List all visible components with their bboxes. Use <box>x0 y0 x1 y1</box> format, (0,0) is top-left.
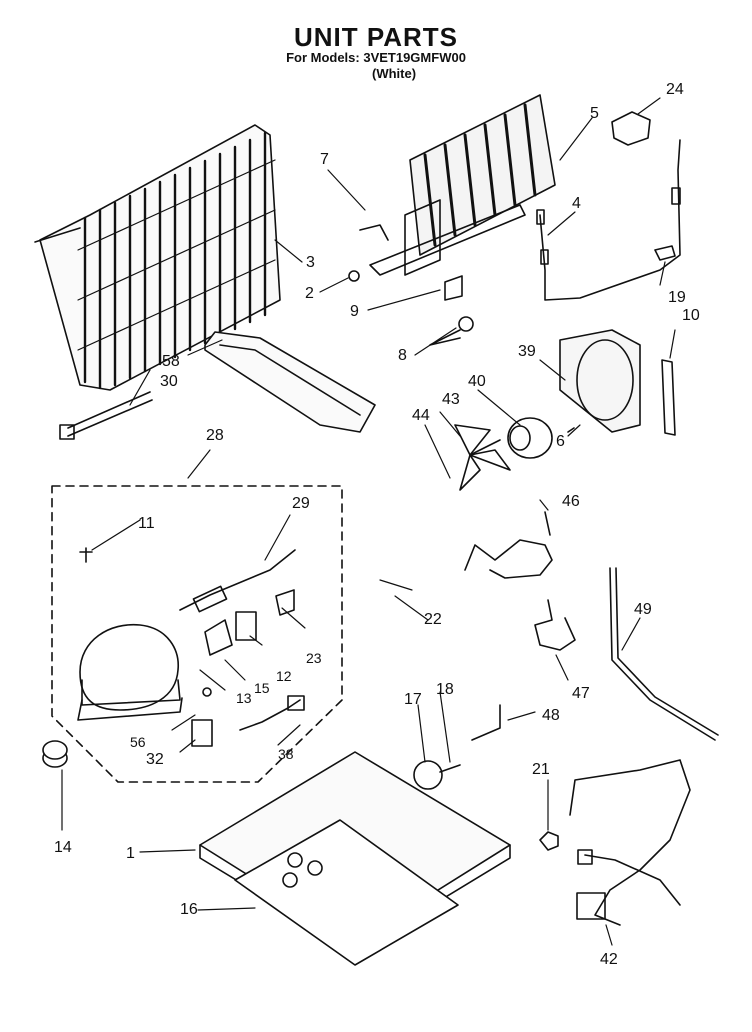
part-label-28: 28 <box>206 427 224 444</box>
part-label-17: 17 <box>404 691 422 708</box>
part-label-6: 6 <box>556 433 565 450</box>
part-label-32: 32 <box>146 751 164 768</box>
part-label-47: 47 <box>572 685 590 702</box>
part-label-38: 38 <box>278 746 294 762</box>
evaporator <box>359 94 556 276</box>
part-label-11: 11 <box>138 515 155 532</box>
base-plate <box>234 819 459 966</box>
part-label-13: 13 <box>236 690 252 706</box>
cover-24 <box>611 111 651 146</box>
part-label-24: 24 <box>666 81 684 98</box>
models-line: For Models: 3VET19GMFW00 <box>286 50 466 65</box>
part-label-58: 58 <box>162 353 180 370</box>
part-label-2: 2 <box>305 285 314 302</box>
part-label-40: 40 <box>468 373 486 390</box>
part-label-42: 42 <box>600 951 618 968</box>
part-label-18: 18 <box>436 681 454 698</box>
part-label-43: 43 <box>442 391 460 408</box>
compressor-group-outline <box>51 485 343 783</box>
part-label-44: 44 <box>412 407 430 424</box>
part-label-23: 23 <box>306 650 322 666</box>
part-label-39: 39 <box>518 343 536 360</box>
part-label-29: 29 <box>292 495 310 512</box>
fan-motor <box>454 417 575 491</box>
part-label-16: 16 <box>180 901 198 918</box>
part-label-10: 10 <box>682 307 700 324</box>
part-label-56: 56 <box>130 734 146 750</box>
fan-shroud <box>559 329 641 433</box>
compressor <box>77 623 183 721</box>
part-label-30: 30 <box>160 373 178 390</box>
part-label-4: 4 <box>572 195 581 212</box>
drip-tray <box>204 331 376 433</box>
color-line: (White) <box>372 66 417 81</box>
part-label-5: 5 <box>590 105 599 122</box>
defrost-heater-wire <box>539 139 681 301</box>
part-label-49: 49 <box>634 601 652 618</box>
part-label-46: 46 <box>562 493 580 510</box>
part-label-21: 21 <box>532 761 550 778</box>
condenser-coil <box>34 124 281 391</box>
part-label-22: 22 <box>424 611 442 628</box>
part-label-14: 14 <box>54 839 72 856</box>
part-label-15: 15 <box>254 680 270 696</box>
wiring-harness <box>569 759 691 926</box>
part-label-19: 19 <box>668 289 686 306</box>
part-label-7: 7 <box>320 151 329 168</box>
leader-lines <box>61 97 676 946</box>
part-label-1: 1 <box>126 845 135 862</box>
diagram-title: UNIT PARTS <box>293 22 459 52</box>
part-label-48: 48 <box>542 707 560 724</box>
part-label-12: 12 <box>276 668 292 684</box>
part-label-3: 3 <box>306 254 315 271</box>
part-label-8: 8 <box>398 347 407 364</box>
part-label-9: 9 <box>350 303 359 320</box>
